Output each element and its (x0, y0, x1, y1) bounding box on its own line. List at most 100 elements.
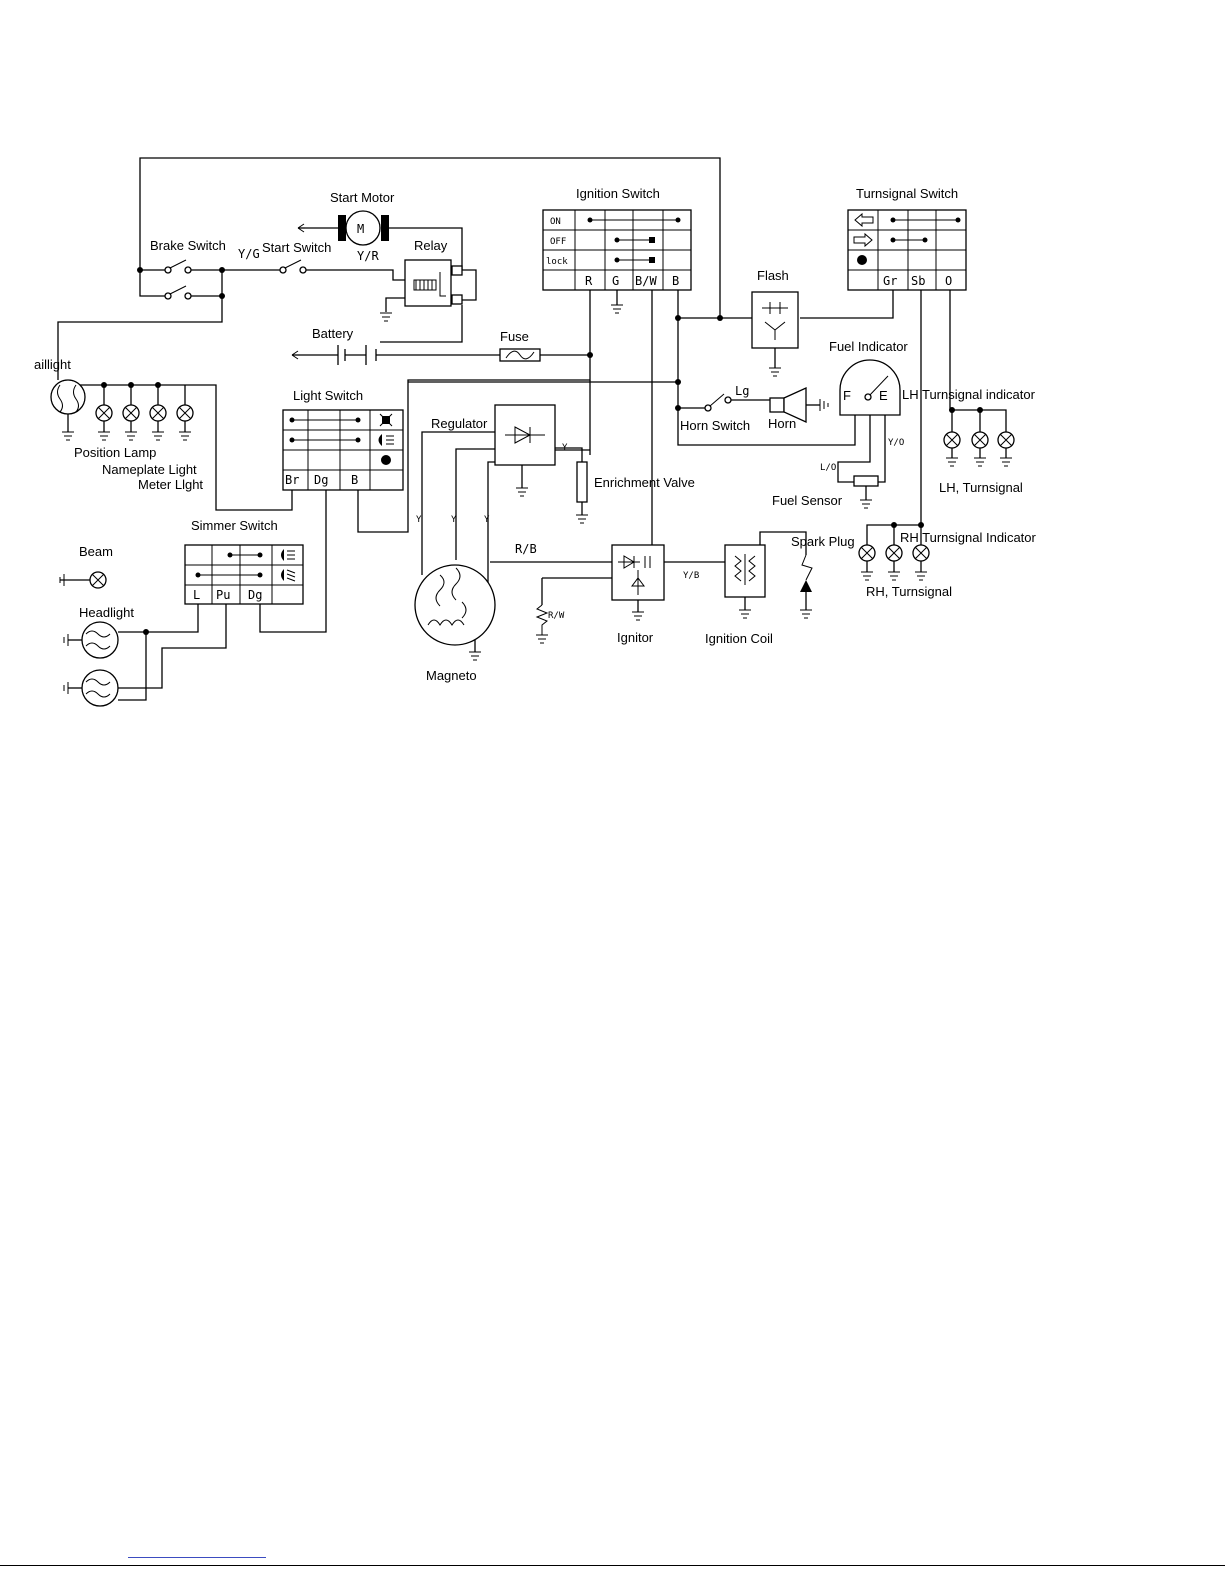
turnsignal-terminal-o: O (945, 274, 952, 288)
position-lamp-label: Position Lamp (74, 445, 156, 460)
lh-turnsignal-indicator-label: LH Turnsignal indicator (902, 387, 1036, 402)
start-switch-label: Start Switch (262, 240, 331, 255)
lamp-icon (885, 544, 903, 581)
light-terminal-br: Br (285, 473, 299, 487)
light-terminal-b: B (351, 473, 358, 487)
turnsignal-switch: Gr Sb O Turnsignal Switch (847, 186, 967, 291)
taillight: aillight (34, 357, 86, 441)
rh-turnsignal-indicator-label: RH Turnsignal Indicator (900, 530, 1037, 545)
lamp-icon (997, 431, 1015, 467)
ignition-coil: Ignition Coil (705, 544, 773, 646)
arrow-left-icon (854, 212, 874, 228)
brake-switch-label: Brake Switch (150, 238, 226, 253)
arrow-right-icon (853, 232, 873, 248)
regulator: Regulator Y (431, 404, 568, 497)
ignition-row-on: ON (550, 217, 561, 227)
wire-code-y-b: Y/B (683, 571, 699, 581)
ignition-switch: ON OFF lock R G B/W B Ignition Switch (542, 186, 692, 314)
horn: Horn (768, 386, 829, 431)
ignition-terminal-r: R (585, 274, 593, 288)
magneto: Y Y Y R/B Magneto (414, 515, 537, 683)
turnsignal-terminal-sb: Sb (911, 274, 925, 288)
lamp-icon (912, 544, 930, 581)
off-dot-icon (381, 455, 391, 465)
fuel-sensor: L/O Y/O Fuel Sensor (772, 438, 904, 509)
ignition-row-lock: lock (546, 257, 568, 267)
low-beam-icon (281, 569, 296, 582)
ignition-terminal-g: G (612, 274, 619, 288)
spark-plug: Spark Plug (791, 534, 855, 619)
wire-code-r-w: R/W (548, 611, 565, 621)
simmer-switch: L Pu Dg Simmer Switch (184, 518, 304, 605)
horn-switch-label: Horn Switch (680, 418, 750, 433)
wire-code-y-regulator: Y (562, 443, 568, 453)
ignition-switch-label: Ignition Switch (576, 186, 660, 201)
start-switch: Start Switch (262, 240, 331, 274)
flash: Flash (751, 268, 799, 377)
simmer-terminal-pu: Pu (216, 588, 230, 602)
regulator-label: Regulator (431, 416, 488, 431)
relay-label: Relay (414, 238, 448, 253)
lamp-icon (943, 431, 961, 467)
headlight-upper: Headlight (63, 605, 134, 659)
wire-code-y-magneto-1: Y (416, 515, 422, 525)
wire-code-y-magneto-2: Y (451, 515, 457, 525)
fuel-gauge-full: F (843, 388, 851, 403)
simmer-switch-label: Simmer Switch (191, 518, 278, 533)
position-lamps: Position Lamp Nameplate Light Meter Llgh… (74, 404, 203, 492)
wire-code-r-b: R/B (515, 542, 537, 556)
fuel-indicator-label: Fuel Indicator (829, 339, 908, 354)
rh-turnsignal-label: RH, Turnsignal (866, 584, 952, 599)
simmer-terminal-l: L (193, 588, 200, 602)
headlight-icon (378, 434, 394, 446)
ignition-terminal-bw: B/W (635, 274, 657, 288)
wires (57, 157, 1007, 701)
beam-label: Beam (79, 544, 113, 559)
position-light-icon (379, 413, 393, 427)
taillight-label: aillight (34, 357, 71, 372)
fuse-label: Fuse (500, 329, 529, 344)
turnsignal-switch-label: Turnsignal Switch (856, 186, 958, 201)
fuel-indicator: F E Fuel Indicator (829, 339, 908, 416)
beam-lamp: Beam (59, 544, 113, 589)
fuse: Fuse (499, 329, 541, 362)
magneto-label: Magneto (426, 668, 477, 683)
meter-light-label: Meter Llght (138, 477, 203, 492)
wire-code-y-o: Y/O (888, 438, 904, 448)
wire-code-y-magneto-3: Y (484, 515, 490, 525)
horn-label: Horn (768, 416, 796, 431)
ignitor-label: Ignitor (617, 630, 654, 645)
fuel-gauge-empty: E (879, 388, 888, 403)
ignition-row-off: OFF (550, 237, 566, 247)
wire-code-y-g: Y/G (238, 247, 260, 261)
footer-rule (0, 1565, 1225, 1566)
enrichment-valve-label: Enrichment Valve (594, 475, 695, 490)
indicator-dot-icon (857, 255, 867, 265)
ignition-coil-label: Ignition Coil (705, 631, 773, 646)
spark-plug-label: Spark Plug (791, 534, 855, 549)
brake-switch: Brake Switch Y/G (150, 238, 260, 300)
light-terminal-dg: Dg (314, 473, 328, 487)
fuel-sensor-label: Fuel Sensor (772, 493, 843, 508)
headlight-lower (63, 669, 119, 707)
light-switch: Br Dg B Light Switch (282, 388, 404, 491)
simmer-terminal-dg: Dg (248, 588, 262, 602)
ignition-terminal-b: B (672, 274, 679, 288)
high-beam-icon (281, 549, 295, 561)
relay: Relay (380, 238, 463, 322)
flash-label: Flash (757, 268, 789, 283)
start-motor: M Start Motor Y/R (297, 190, 395, 263)
lamp-icon (95, 404, 113, 441)
light-switch-label: Light Switch (293, 388, 363, 403)
junctions (101, 267, 983, 635)
lamp-icon (122, 404, 140, 441)
footer-link-underline (128, 1557, 266, 1558)
horn-switch: Lg Horn Switch (680, 384, 750, 433)
resistor: R/W (535, 604, 565, 644)
nameplate-light-label: Nameplate Light (102, 462, 197, 477)
start-motor-label: Start Motor (330, 190, 395, 205)
headlight-label: Headlight (79, 605, 134, 620)
battery: Battery (291, 326, 377, 365)
turnsignal-terminal-gr: Gr (883, 274, 897, 288)
